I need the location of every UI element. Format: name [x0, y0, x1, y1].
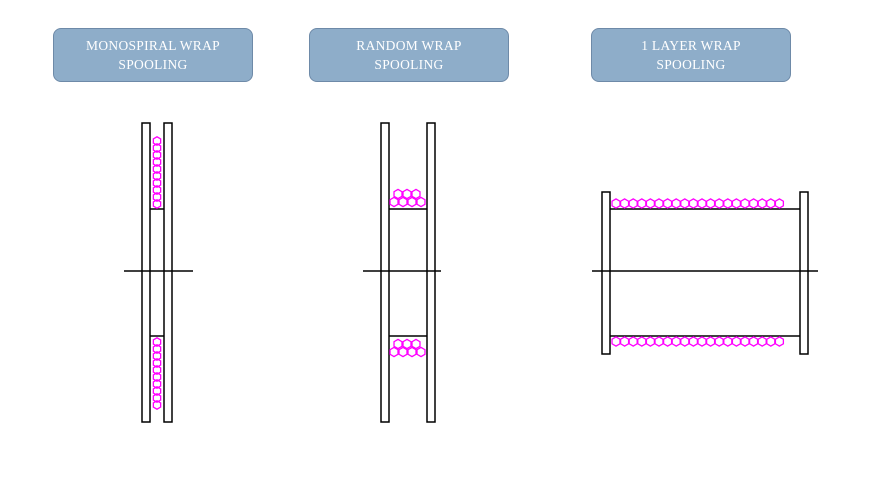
one-layer-wire [697, 336, 707, 347]
random-spool [363, 122, 441, 423]
monospiral-wire [152, 150, 162, 160]
monospiral-wire [152, 192, 162, 202]
one-layer-wire [731, 198, 742, 209]
one-layer-wire [628, 336, 638, 347]
monospiral-wire [152, 365, 162, 375]
one-layer-wire [697, 198, 707, 209]
monospiral-wire [152, 344, 162, 354]
monospiral-wire [152, 171, 162, 181]
random-label-line1: RANDOM WRAP [356, 38, 462, 53]
random-wire [398, 196, 408, 208]
one-layer-wire [774, 198, 785, 209]
random-wire [393, 188, 403, 200]
one-layer-wire [611, 336, 621, 347]
one-layer-wire [680, 198, 690, 209]
monospiral-wire [152, 337, 162, 347]
one-layer-wire [757, 198, 767, 209]
one-layer-spool [592, 191, 818, 355]
monospiral-wire [152, 351, 162, 361]
random-wire [411, 188, 421, 200]
one-layer-wire [731, 336, 742, 347]
monospiral-wire [152, 379, 162, 389]
random-label-line2: SPOOLING [374, 57, 444, 72]
monospiral-wire [152, 185, 162, 195]
one-layer-wrap-label: 1 LAYER WRAP SPOOLING [591, 28, 791, 82]
one-layer-wire [774, 336, 785, 347]
monospiral-wires [152, 136, 162, 410]
monospiral-wire [152, 358, 162, 368]
one-layer-wire [748, 336, 759, 347]
one-layer-wire [645, 198, 656, 209]
monospiral-wire [152, 178, 162, 188]
random-wrap-label: RANDOM WRAP SPOOLING [309, 28, 509, 82]
one-layer-wire [680, 336, 690, 347]
one-layer-wire [740, 336, 750, 347]
one-layer-wire [645, 336, 656, 347]
one-layer-wire [723, 336, 733, 347]
monospiral-wire [152, 164, 162, 174]
random-wire [416, 346, 426, 358]
one-layer-wire [705, 198, 716, 209]
random-wire [416, 196, 426, 208]
monospiral-wire [152, 393, 162, 403]
random-wire [398, 346, 408, 358]
one-layer-label-line2: SPOOLING [656, 57, 726, 72]
monospiral-wire [152, 143, 162, 153]
random-wire [402, 188, 412, 200]
random-wire [393, 338, 403, 350]
monospiral-wire [152, 372, 162, 382]
monospiral-wire [152, 136, 162, 146]
one-layer-wire [611, 198, 621, 209]
one-layer-wire [671, 336, 681, 347]
monospiral-wire [152, 400, 162, 410]
one-layer-label-line1: 1 LAYER WRAP [641, 38, 741, 53]
one-layer-wire [766, 336, 776, 347]
one-layer-wire [662, 336, 673, 347]
random-wires [389, 188, 426, 358]
one-layer-left-flange [601, 191, 611, 355]
one-layer-wire [757, 336, 767, 347]
random-wire [389, 196, 399, 208]
one-layer-wire [714, 198, 724, 209]
one-layer-wire [654, 198, 664, 209]
random-wire [411, 338, 421, 350]
monospiral-left-flange [141, 122, 151, 423]
one-layer-wire [688, 336, 699, 347]
monospiral-wire [152, 386, 162, 396]
random-left-flange [380, 122, 390, 423]
one-layer-wire [637, 336, 647, 347]
one-layer-wire [740, 198, 750, 209]
one-layer-wire [723, 198, 733, 209]
one-layer-wire [714, 336, 724, 347]
random-wire [402, 338, 412, 350]
one-layer-wire [766, 198, 776, 209]
monospiral-wire [152, 157, 162, 167]
random-wire [389, 346, 399, 358]
one-layer-wire [748, 198, 759, 209]
one-layer-wire [619, 198, 630, 209]
one-layer-wires [611, 198, 785, 347]
monospiral-label-line2: SPOOLING [118, 57, 188, 72]
monospiral-right-flange [163, 122, 173, 423]
monospiral-spool [124, 122, 193, 423]
one-layer-wire [654, 336, 664, 347]
monospiral-label-line1: MONOSPIRAL WRAP [86, 38, 220, 53]
random-wire [407, 346, 417, 358]
one-layer-wire [637, 198, 647, 209]
one-layer-wire [619, 336, 630, 347]
one-layer-wire [628, 198, 638, 209]
monospiral-wrap-label: MONOSPIRAL WRAP SPOOLING [53, 28, 253, 82]
one-layer-wire [688, 198, 699, 209]
one-layer-wire [671, 198, 681, 209]
monospiral-wire [152, 199, 162, 209]
one-layer-wire [705, 336, 716, 347]
random-right-flange [426, 122, 436, 423]
random-wire [407, 196, 417, 208]
one-layer-right-flange [799, 191, 809, 355]
one-layer-wire [662, 198, 673, 209]
